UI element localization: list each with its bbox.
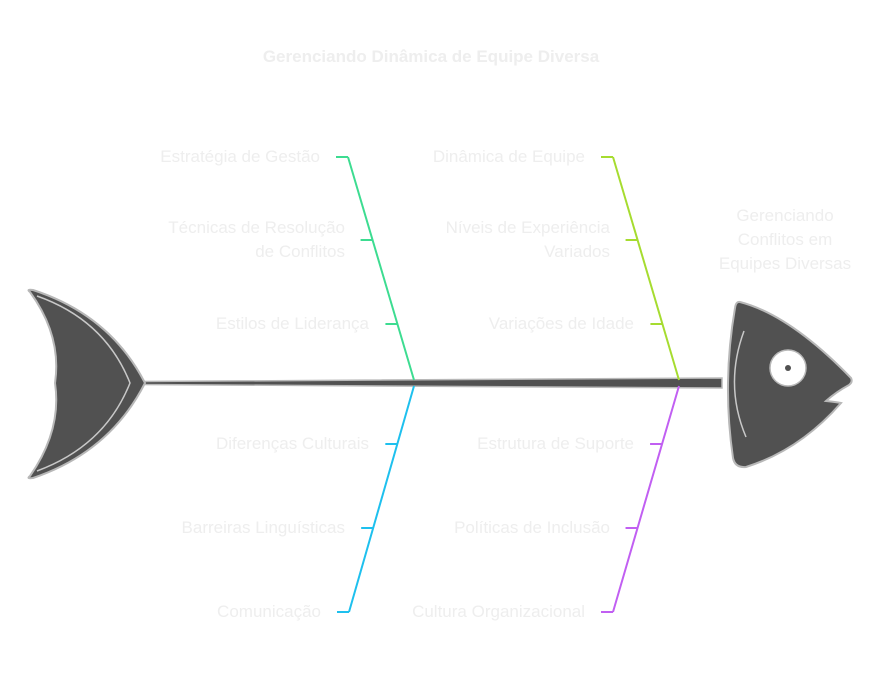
cause-label-line: Comunicação (217, 602, 321, 621)
cause-label: Cultura Organizacional (412, 600, 585, 624)
bone-bottom-right (612, 385, 680, 613)
cause-label-line: Estilos de Liderança (215, 314, 369, 333)
cause-label: Políticas de Inclusão (454, 516, 610, 540)
bone-top-left (347, 156, 415, 381)
spine (139, 377, 723, 389)
cause-label: Estratégia de Gestão (160, 145, 320, 169)
cause-label-line: Variações de Idade (488, 314, 634, 333)
head-label-line: Conflitos em (737, 230, 833, 249)
cause-label-line: Níveis de Experiência (445, 218, 610, 237)
head-label-line: Gerenciando (736, 206, 834, 225)
cause-label: Estilos de Liderança (216, 312, 369, 336)
bone-top-right (612, 156, 680, 381)
cause-label-line: Diferenças Culturais (215, 434, 369, 453)
cause-label-line: Dinâmica de Equipe (432, 147, 585, 166)
cause-label-line: Estratégia de Gestão (160, 147, 320, 166)
cause-label-line: de Conflitos (255, 242, 345, 261)
cause-label-line: Variados (544, 242, 610, 261)
head-label-line: Equipes Diversas (718, 254, 852, 273)
cause-label: Diferenças Culturais (216, 432, 369, 456)
cause-label: Comunicação (217, 600, 321, 624)
cause-label-line: Estrutura de Suporte (477, 434, 634, 453)
cause-label-line: Políticas de Inclusão (454, 518, 610, 537)
fish-tail-icon (27, 288, 147, 480)
cause-label-line: Barreiras Linguísticas (181, 518, 345, 537)
fish-head-icon (726, 300, 853, 469)
cause-label: Técnicas de Resolução de Conflitos (168, 216, 345, 264)
cause-label-line: Cultura Organizacional (412, 602, 585, 621)
cause-label: Dinâmica de Equipe (433, 145, 585, 169)
cause-label: Variações de Idade (489, 312, 634, 336)
head-label: Gerenciando Conflitos em Equipes Diversa… (700, 204, 870, 276)
cause-label: Estrutura de Suporte (477, 432, 634, 456)
cause-label-line: Técnicas de Resolução (168, 218, 345, 237)
diagram-title: Gerenciando Dinâmica de Equipe Diversa (262, 47, 600, 66)
cause-label: Barreiras Linguísticas (182, 516, 345, 540)
bone-bottom-left (348, 385, 415, 613)
